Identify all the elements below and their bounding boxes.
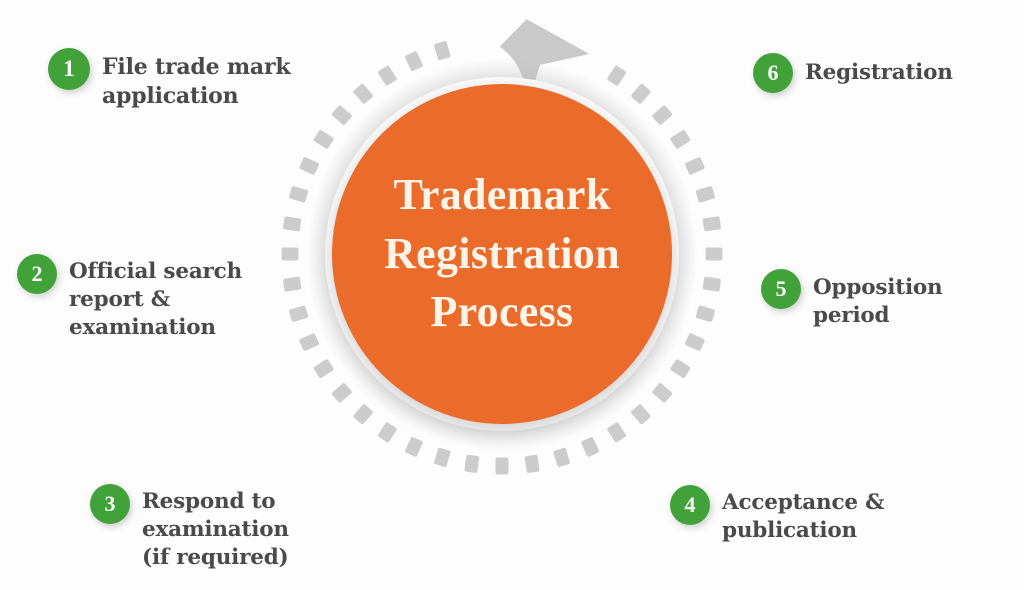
step-label-6: Registration: [805, 60, 953, 85]
step-item-4[interactable]: 4 Acceptance & publication: [670, 485, 885, 545]
ring-dash: [695, 305, 715, 322]
ring-dash: [553, 447, 570, 467]
ring-dash: [331, 105, 352, 125]
step-label-3: Respond to examination (if required): [142, 489, 289, 571]
center-title-line-3: Process: [430, 287, 574, 337]
ring-dash: [705, 247, 723, 261]
ring-dash: [378, 422, 397, 443]
dashed-ring: [281, 19, 723, 475]
ring-dash: [495, 457, 509, 475]
step-label-1: File trade mark application: [102, 54, 291, 109]
ring-dash: [405, 437, 423, 457]
step-badge-2: 2: [17, 254, 57, 294]
ring-dash: [631, 83, 651, 104]
ring-dash: [378, 65, 397, 86]
ring-dash: [405, 51, 423, 71]
ring-dash: [434, 41, 451, 61]
ring-dash: [652, 383, 673, 403]
center-circle: Trademark Registration Process: [332, 84, 672, 424]
ring-dash: [353, 404, 373, 425]
ring-dash: [434, 447, 451, 467]
arrowhead-icon: [499, 19, 590, 106]
ring-dash: [299, 157, 319, 175]
step-badge-6: 6: [753, 53, 793, 93]
step-item-1[interactable]: 1 File trade mark application: [48, 48, 291, 111]
ring-dash: [670, 130, 691, 149]
step-badge-5: 5: [761, 269, 801, 309]
ring-dash: [313, 130, 334, 149]
ring-dash: [283, 216, 302, 232]
ring-dash: [283, 276, 302, 292]
step-badge-4: 4: [670, 485, 710, 525]
step-label-5: Opposition period: [813, 275, 943, 329]
step-label-4: Acceptance & publication: [722, 490, 885, 544]
center-title: Trademark Registration Process: [370, 166, 634, 342]
step-label-2: Official search report & examination: [69, 259, 242, 341]
ring-dash: [670, 359, 691, 378]
step-badge-1: 1: [48, 48, 90, 90]
ring-dash: [464, 454, 480, 473]
ring-dash: [313, 359, 334, 378]
ring-dash: [607, 65, 626, 86]
ring-dash: [685, 157, 705, 175]
ring-dash: [607, 422, 626, 443]
ring-dash: [581, 437, 599, 457]
ring-dash: [299, 333, 319, 351]
ring-dash: [652, 105, 673, 125]
step-item-2[interactable]: 2 Official search report & examination: [17, 254, 242, 342]
ring-dash: [281, 247, 299, 261]
center-title-line-2: Registration: [384, 228, 620, 278]
step-item-6[interactable]: 6 Registration: [753, 53, 953, 93]
ring-dash: [353, 83, 373, 104]
ring-dash: [289, 305, 309, 322]
ring-dash: [702, 216, 721, 232]
ring-dash: [631, 404, 651, 425]
ring-dash: [289, 186, 309, 203]
ring-dash: [331, 383, 352, 403]
ring-dash: [702, 276, 721, 292]
center-title-line-1: Trademark: [393, 170, 611, 220]
ring-dash: [524, 454, 540, 473]
step-badge-3: 3: [90, 484, 130, 524]
step-item-3[interactable]: 3 Respond to examination (if required): [90, 484, 289, 572]
ring-dash: [685, 333, 705, 351]
step-item-5[interactable]: 5 Opposition period: [761, 269, 943, 330]
ring-dash: [695, 186, 715, 203]
